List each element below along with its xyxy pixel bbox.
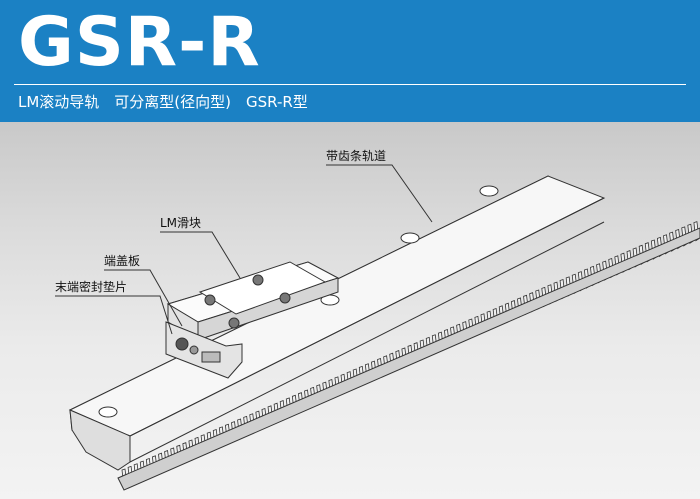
title-divider (14, 84, 686, 85)
leader-end-seal (55, 295, 173, 335)
callout-end-plate: 端盖板 (104, 254, 141, 268)
rail-lower-edge (129, 221, 605, 463)
mounting-hole (400, 232, 420, 244)
callout-end-seal: 末端密封垫片 (55, 280, 128, 294)
leader-end-plate (104, 269, 183, 327)
leader-lm-block (160, 231, 241, 279)
block-bolt (252, 274, 264, 286)
lm-block (165, 261, 340, 379)
page-subtitle: LM滚动导轨 可分离型(径向型) GSR-R型 (18, 93, 308, 111)
grease-nipple (175, 337, 189, 351)
rail-mounting-holes (98, 185, 499, 418)
end-plate (165, 321, 243, 379)
mounting-hole (479, 185, 499, 197)
leader-lines (55, 164, 433, 335)
rail-edge (129, 197, 605, 437)
callout-lm-block: LM滑块 (160, 216, 202, 230)
page-title: GSR-R (18, 3, 261, 82)
mounting-hole (98, 406, 118, 418)
rack-base (117, 227, 700, 491)
block-bolt (279, 292, 291, 304)
block-bolt (228, 317, 240, 329)
block-bolt (204, 294, 216, 306)
header-banner: GSR-R LM滚动导轨 可分离型(径向型) GSR-R型 (0, 0, 700, 122)
end-seal (201, 351, 221, 363)
leader-rack-rail (326, 164, 433, 223)
callout-rack-rail: 带齿条轨道 (326, 149, 387, 163)
seal-detail (189, 345, 199, 355)
